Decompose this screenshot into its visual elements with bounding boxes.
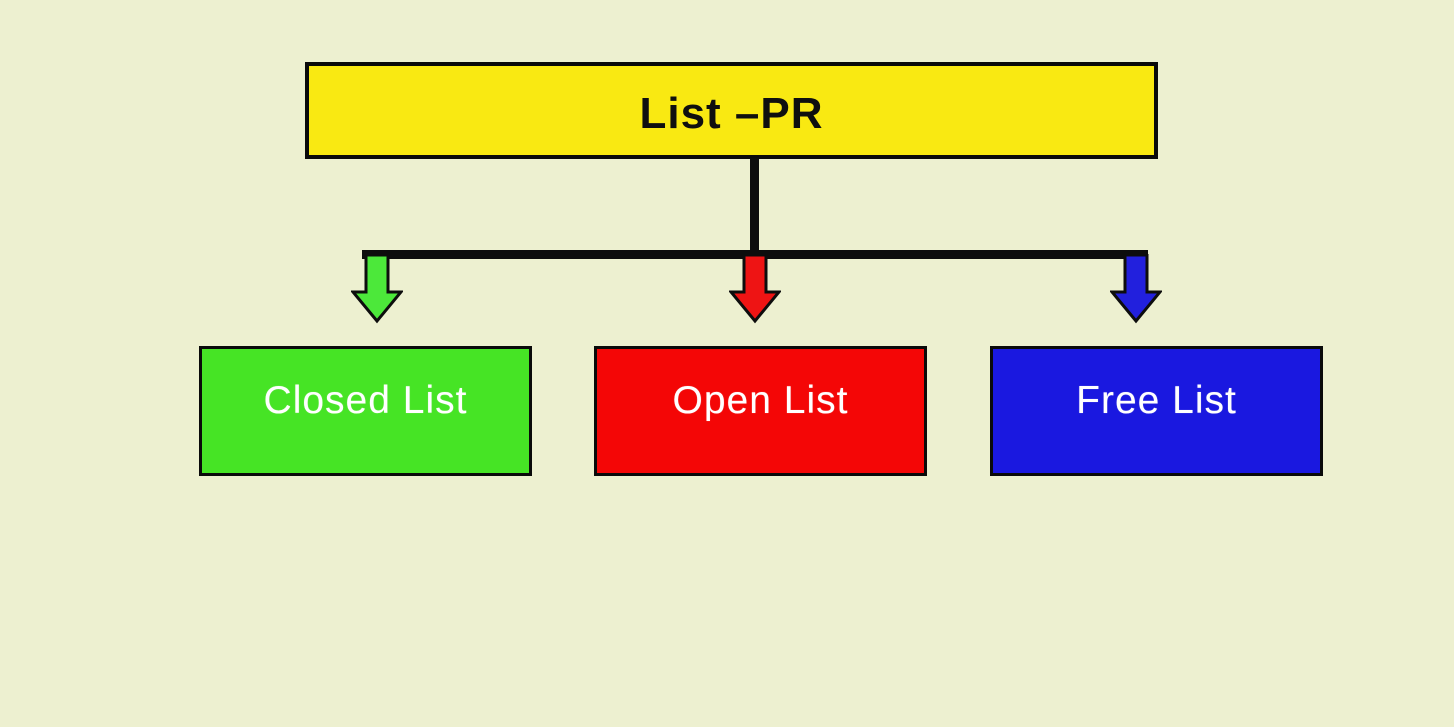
child-node-free-list-label: Free List: [1076, 379, 1237, 422]
root-node-list-pr: List –PR: [305, 62, 1158, 159]
child-node-closed-list: Closed List: [199, 346, 532, 476]
child-node-open-list-label: Open List: [672, 379, 849, 422]
arrow-down-green-icon: [351, 254, 403, 324]
connector-vertical-line: [750, 158, 759, 255]
arrow-down-red-icon: [729, 254, 781, 324]
arrow-down-blue-icon: [1110, 254, 1162, 324]
child-node-open-list: Open List: [594, 346, 927, 476]
child-node-free-list: Free List: [990, 346, 1323, 476]
child-node-closed-list-label: Closed List: [263, 379, 468, 422]
root-node-label: List –PR: [639, 88, 824, 138]
